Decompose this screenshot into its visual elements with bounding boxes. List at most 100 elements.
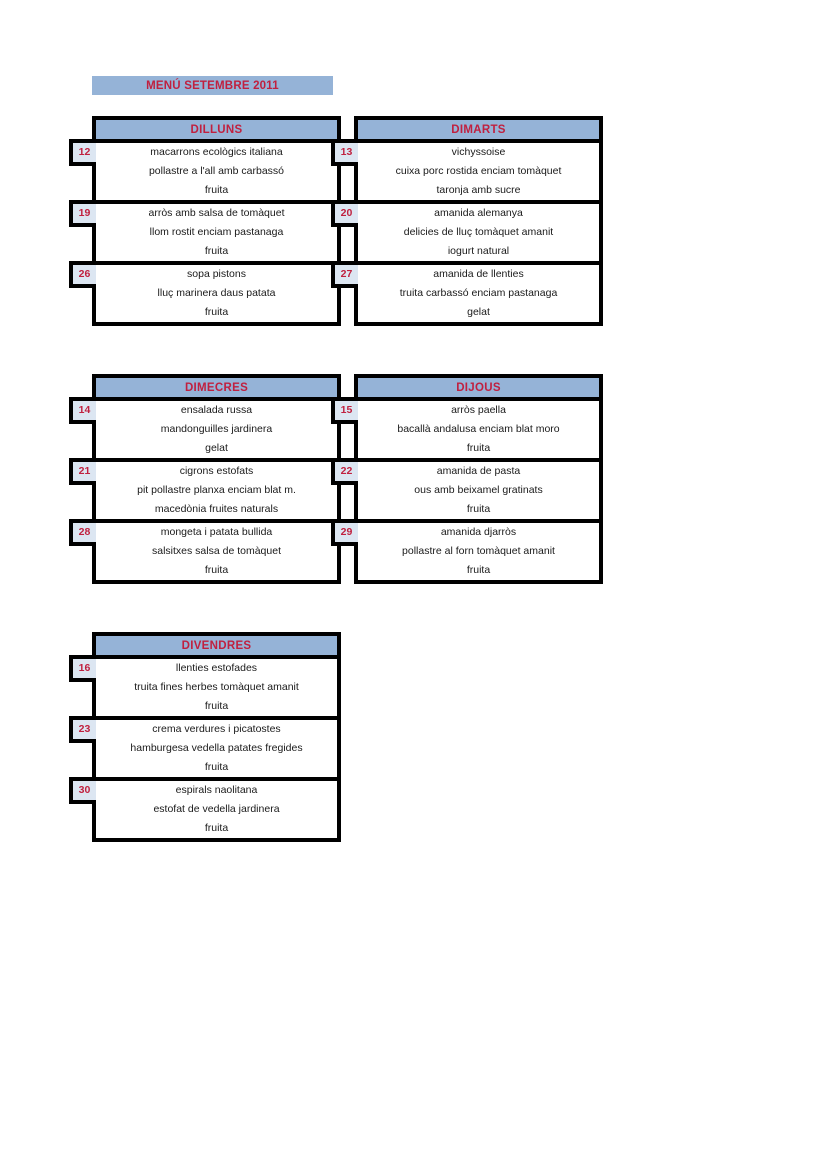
menu-row: 20 amanida alemanya delicies de lluç tomàq… xyxy=(331,200,599,261)
date-badge: 16 xyxy=(69,655,96,682)
dish-text: fruita xyxy=(466,442,491,454)
date-number: 23 xyxy=(78,723,91,736)
dish-text: fruita xyxy=(466,503,491,515)
dish-list: llenties estofades truita fines herbes to… xyxy=(96,659,337,716)
dish-text: fruita xyxy=(204,761,229,773)
date-number: 29 xyxy=(340,526,353,539)
dish-text: ous amb beixamel gratinats xyxy=(414,484,543,496)
menu-row: 26 sopa pistons lluç marinera daus patata f… xyxy=(69,261,337,322)
dish-text: amanida djarròs xyxy=(440,526,517,538)
dish-text: crema verdures i picatostes xyxy=(152,723,281,735)
dish-text: iogurt natural xyxy=(447,245,510,257)
menu-row: 14 ensalada russa mandonguilles jardinera g… xyxy=(69,397,337,458)
day-name-label: DIJOUS xyxy=(456,381,501,394)
date-number: 21 xyxy=(78,465,91,478)
day-name-label: DIVENDRES xyxy=(181,639,252,652)
day-header: DIJOUS xyxy=(354,374,603,397)
menu-title-text: MENÚ SETEMBRE 2011 xyxy=(146,79,279,92)
dish-text: truita fines herbes tomàquet amanit xyxy=(134,681,299,693)
day-header: DIMECRES xyxy=(92,374,341,397)
dish-text: delicies de lluç tomàquet amanit xyxy=(403,226,554,238)
dish-text: fruita xyxy=(204,306,229,318)
dish-text: cuixa porc rostida enciam tomàquet xyxy=(395,165,562,177)
dish-text: lluç marinera daus patata xyxy=(157,287,276,299)
dish-text: pollastre a l'all amb carbassó xyxy=(148,165,285,177)
menu-row: 22 amanida de pasta ous amb beixamel grati… xyxy=(331,458,599,519)
day-header: DIMARTS xyxy=(354,116,603,139)
date-badge: 26 xyxy=(69,261,96,288)
dish-text: salsitxes salsa de tomàquet xyxy=(152,545,281,557)
dish-list: cigrons estofats pit pollastre planxa enc… xyxy=(96,462,337,519)
date-badge: 22 xyxy=(331,458,358,485)
date-badge: 20 xyxy=(331,200,358,227)
dish-list: amanida de pasta ous amb beixamel gratina… xyxy=(358,462,599,519)
dish-text: pollastre al forn tomàquet amanit xyxy=(402,545,555,557)
dish-text: fruita xyxy=(466,564,491,576)
dish-text: truita carbassó enciam pastanaga xyxy=(399,287,558,299)
dish-text: fruita xyxy=(204,184,229,196)
menu-row: 16 llenties estofades truita fines herbes … xyxy=(69,655,337,716)
day-name-label: DIMECRES xyxy=(184,381,249,394)
dish-text: sopa pistons xyxy=(187,268,246,280)
dish-text: fruita xyxy=(204,700,229,712)
date-number: 26 xyxy=(78,268,91,281)
dish-text: taronja amb sucre xyxy=(436,184,521,196)
dish-text: mandonguilles jardinera xyxy=(160,423,273,435)
menu-row: 21 cigrons estofats pit pollastre planxa e… xyxy=(69,458,337,519)
day-name-label: DIMARTS xyxy=(451,123,506,136)
date-number: 13 xyxy=(340,146,353,159)
menu-title-bar: MENÚ SETEMBRE 2011 xyxy=(92,76,333,95)
date-badge: 12 xyxy=(69,139,96,166)
day-name-label: DILLUNS xyxy=(190,123,243,136)
date-number: 12 xyxy=(78,146,91,159)
date-number: 20 xyxy=(340,207,353,220)
date-badge: 15 xyxy=(331,397,358,424)
date-badge: 14 xyxy=(69,397,96,424)
day-rows: 13 vichyssoise cuixa porc rostida enciam t… xyxy=(331,139,603,326)
dish-text: arròs paella xyxy=(451,404,506,416)
dish-text: hamburgesa vedella patates fregides xyxy=(130,742,303,754)
dish-list: macarrons ecològics italiana pollastre a … xyxy=(96,143,337,200)
menu-row: 12 macarrons ecològics italiana pollastre … xyxy=(69,139,337,200)
dish-text: cigrons estofats xyxy=(179,465,254,477)
dish-text: arròs amb salsa de tomàquet xyxy=(148,207,285,219)
date-number: 30 xyxy=(78,784,91,797)
dish-text: macedònia fruites naturals xyxy=(154,503,279,515)
dish-text: vichyssoise xyxy=(451,146,506,158)
dish-text: fruita xyxy=(204,822,229,834)
date-number: 19 xyxy=(78,207,91,220)
dish-list: ensalada russa mandonguilles jardinera gel… xyxy=(96,401,337,458)
date-badge: 21 xyxy=(69,458,96,485)
dish-text: ensalada russa xyxy=(180,404,253,416)
dish-list: vichyssoise cuixa porc rostida enciam tom… xyxy=(358,143,599,200)
date-badge: 30 xyxy=(69,777,96,804)
date-badge: 13 xyxy=(331,139,358,166)
dish-text: llenties estofades xyxy=(175,662,258,674)
day-rows: 16 llenties estofades truita fines herbes … xyxy=(69,655,341,842)
dish-text: amanida alemanya xyxy=(434,207,523,219)
day-rows: 14 ensalada russa mandonguilles jardinera g… xyxy=(69,397,341,584)
date-badge: 23 xyxy=(69,716,96,743)
day-header: DILLUNS xyxy=(92,116,341,139)
dish-list: crema verdures i picatostes hamburgesa ve… xyxy=(96,720,337,777)
date-number: 16 xyxy=(78,662,91,675)
date-number: 28 xyxy=(78,526,91,539)
dish-list: sopa pistons lluç marinera daus patata fru… xyxy=(96,265,337,322)
dish-text: macarrons ecològics italiana xyxy=(150,146,283,158)
date-badge: 28 xyxy=(69,519,96,546)
dish-text: gelat xyxy=(205,442,228,454)
dish-text: pit pollastre planxa enciam blat m. xyxy=(137,484,296,496)
dish-text: amanida de pasta xyxy=(436,465,521,477)
